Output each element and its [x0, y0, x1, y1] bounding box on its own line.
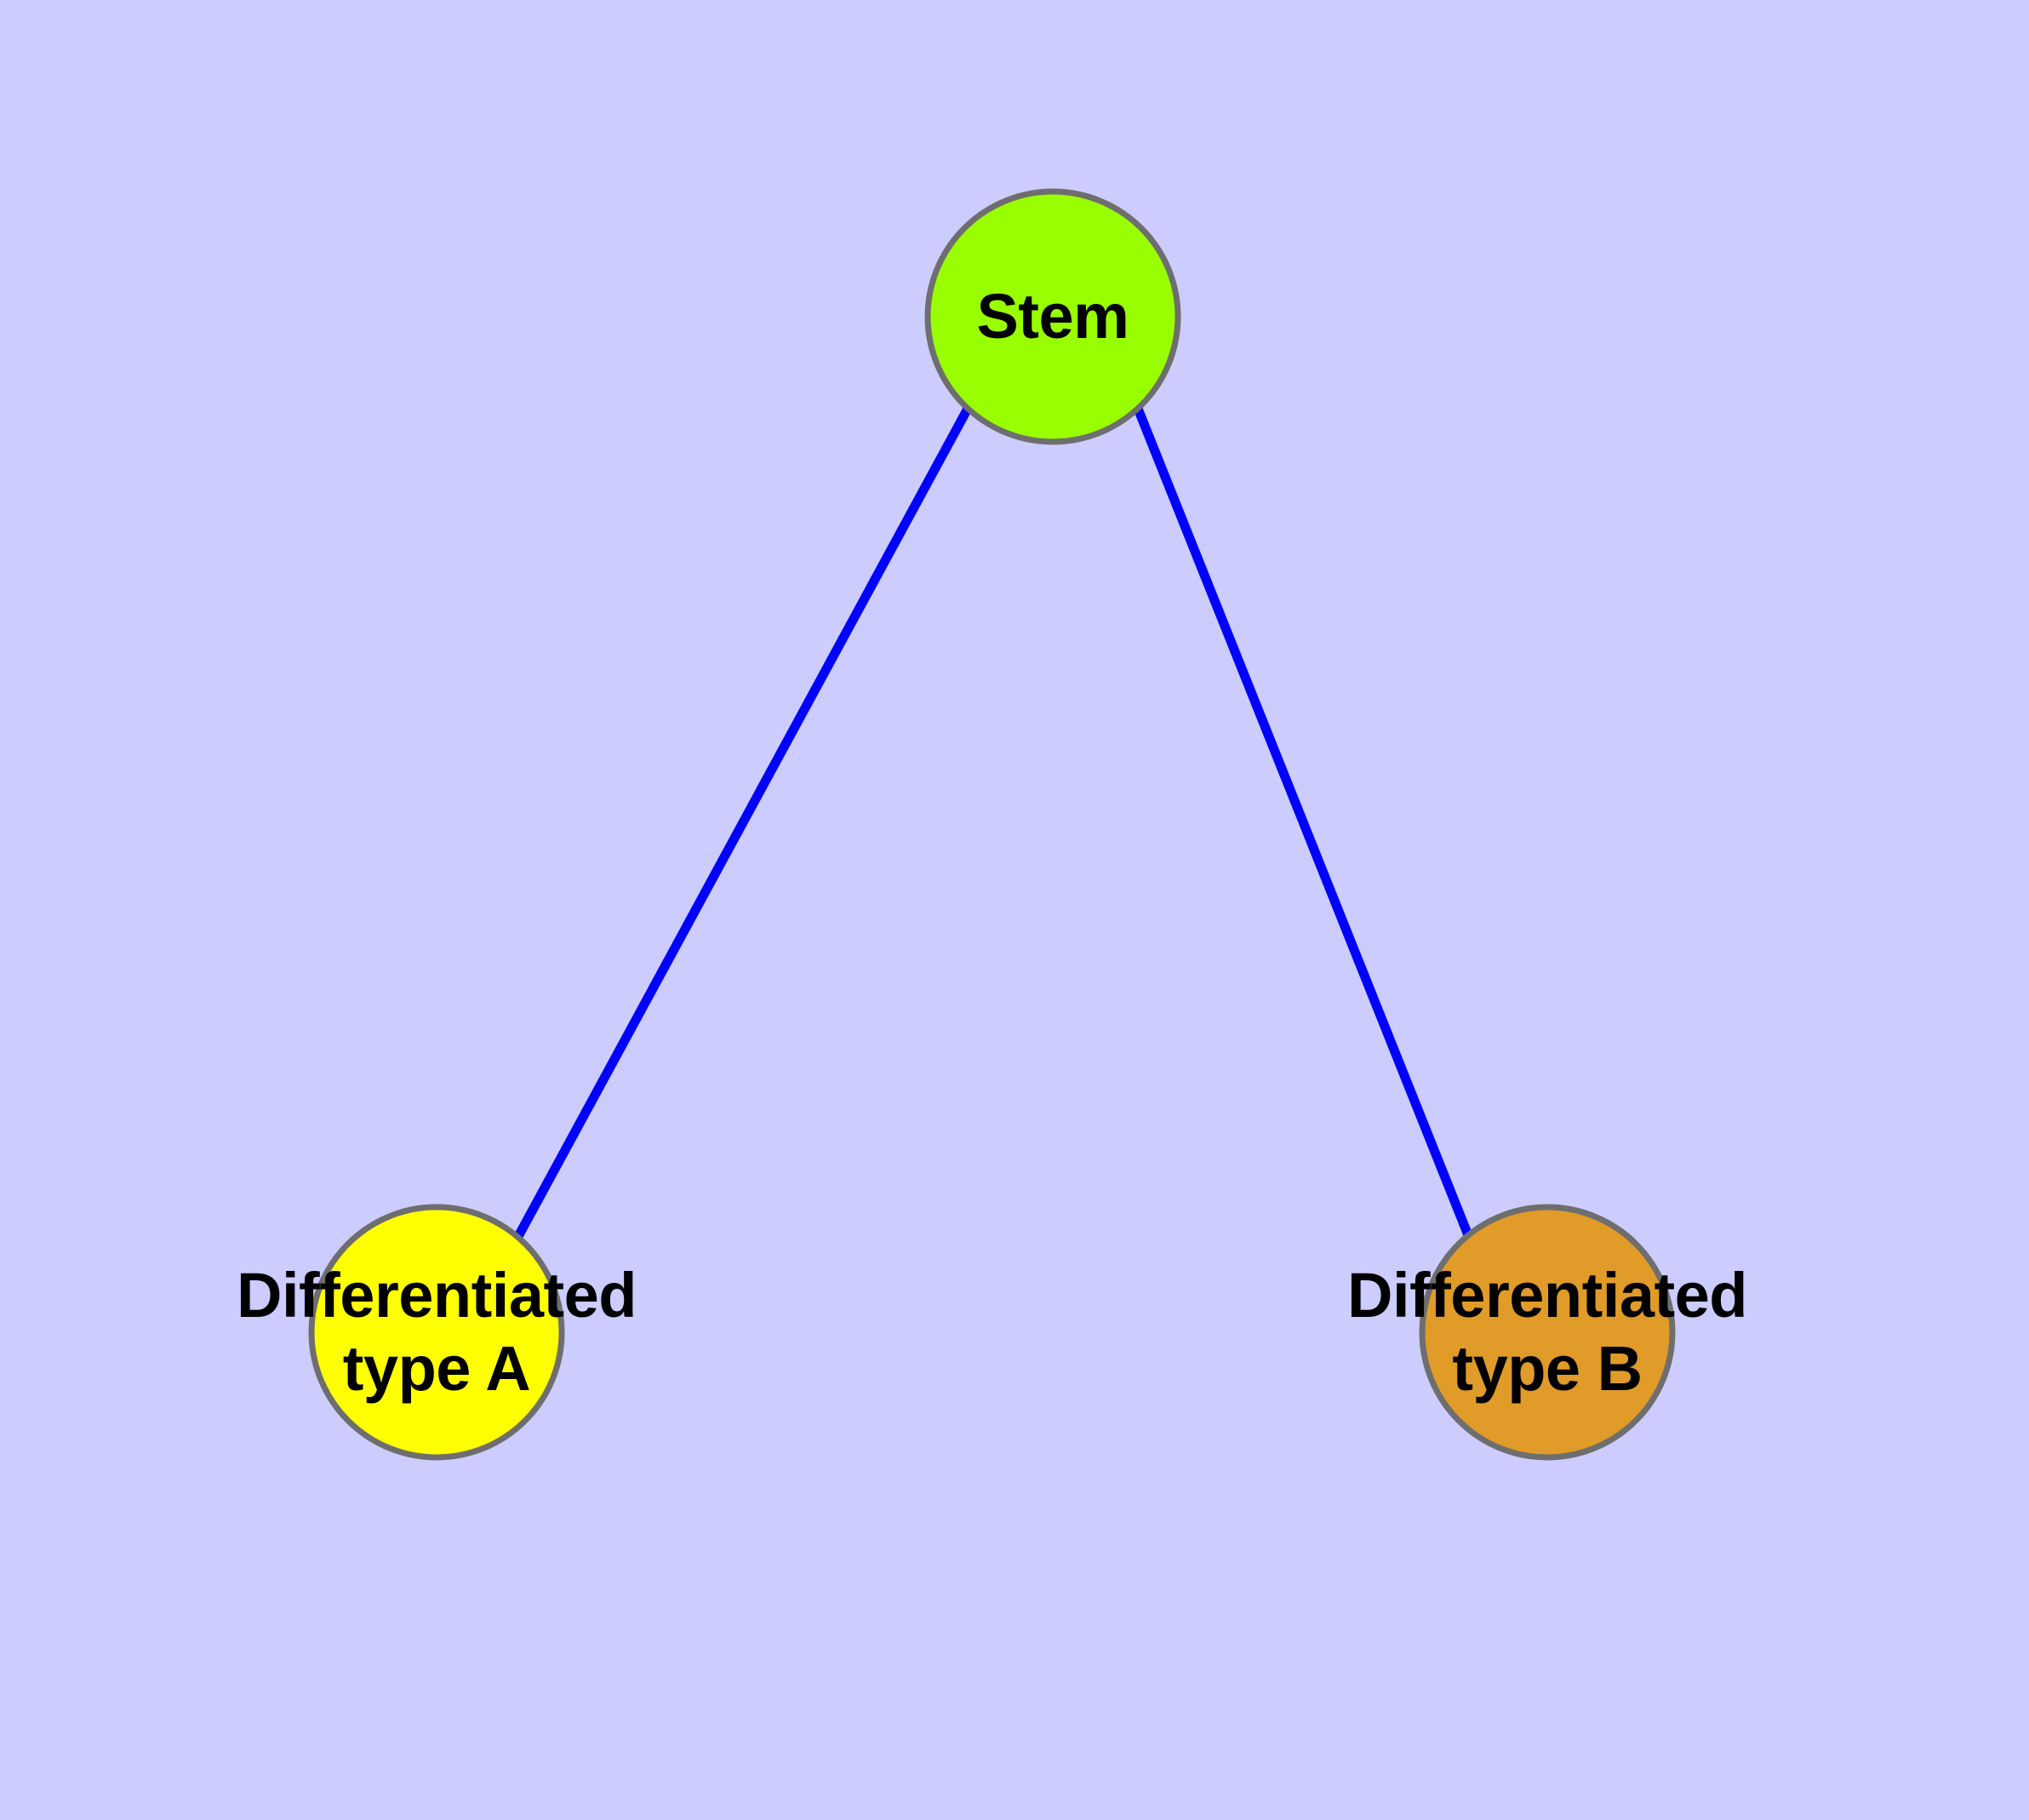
- edge-layer: [512, 406, 1475, 1242]
- node-differentiated-type-a[interactable]: [308, 1204, 565, 1461]
- edge-stem-to-diff-a[interactable]: [512, 406, 972, 1242]
- edge-stem-to-diff-b[interactable]: [1133, 406, 1475, 1242]
- node-stem[interactable]: [924, 188, 1181, 445]
- node-differentiated-type-b[interactable]: [1419, 1204, 1676, 1461]
- node-layer: [308, 188, 1676, 1461]
